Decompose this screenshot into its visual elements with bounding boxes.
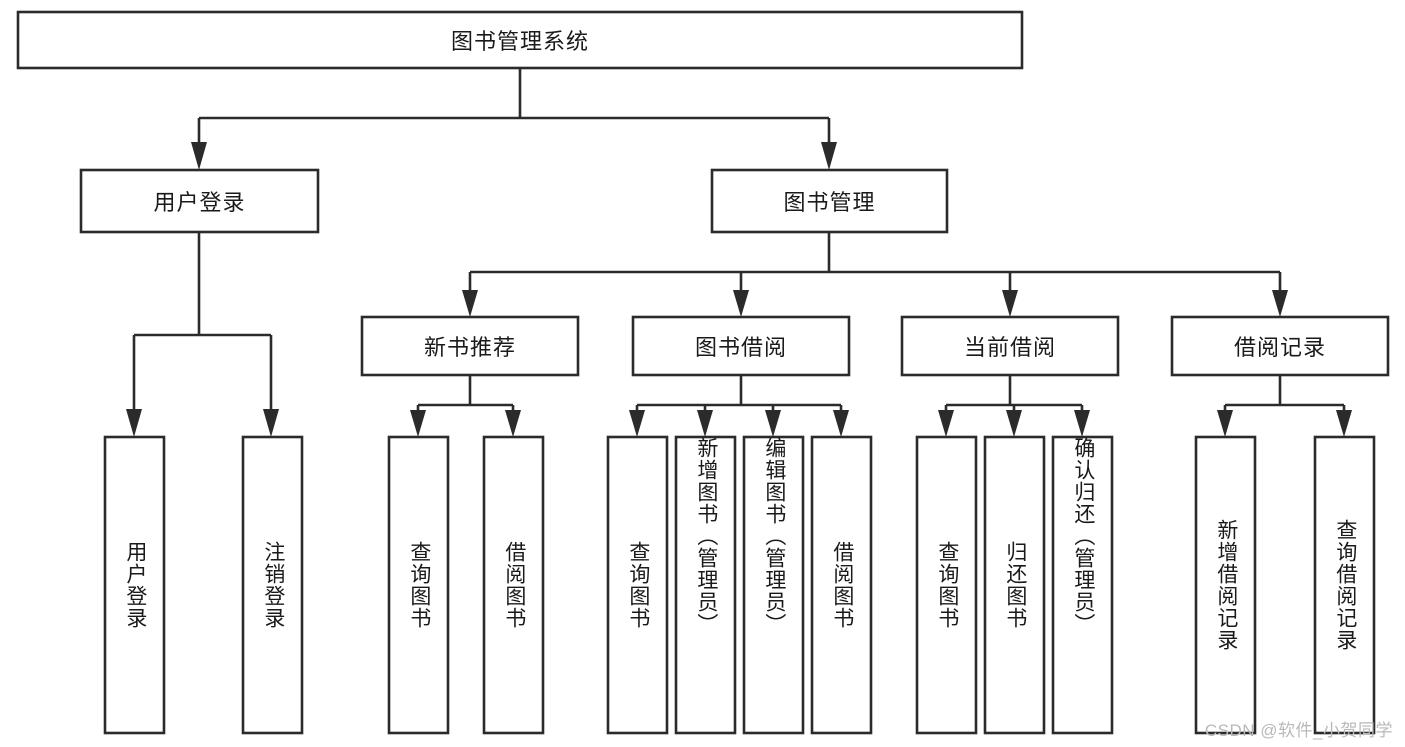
node-root-box[interactable] <box>16 10 1024 70</box>
leaf-box-current-borrow-2[interactable] <box>1051 435 1114 735</box>
leaf-box-book-borrow-1[interactable] <box>674 435 737 735</box>
connector-borrow-record-to-leaves <box>1217 375 1352 437</box>
node-book-borrow-box[interactable] <box>631 315 851 377</box>
node-current-borrow-box[interactable] <box>900 315 1120 377</box>
leaf-box-book-borrow-3[interactable] <box>810 435 873 735</box>
node-new-book-recommend-box[interactable] <box>360 315 580 377</box>
node-borrow-record-box[interactable] <box>1170 315 1390 377</box>
leaf-box-borrow-record-0[interactable] <box>1194 435 1257 735</box>
leaf-box-user-login-1[interactable] <box>241 435 304 735</box>
node-book-management-box[interactable] <box>710 168 949 234</box>
connector-book-management-to-level3 <box>462 232 1288 317</box>
connector-new-book-to-leaves <box>410 375 521 437</box>
leaf-box-book-borrow-2[interactable] <box>742 435 805 735</box>
connector-root-to-level2 <box>191 68 837 170</box>
leaf-box-current-borrow-1[interactable] <box>983 435 1046 735</box>
leaf-box-current-borrow-0[interactable] <box>915 435 978 735</box>
leaf-box-user-login-0[interactable] <box>103 435 166 735</box>
leaf-box-borrow-record-1[interactable] <box>1313 435 1376 735</box>
leaf-box-new-book-0[interactable] <box>387 435 450 735</box>
connector-current-borrow-to-leaves <box>938 375 1090 437</box>
watermark: CSDN @软件_小贺同学 <box>1204 721 1393 740</box>
connector-user-login-to-leaves <box>126 232 279 437</box>
connector-book-borrow-to-leaves <box>629 375 849 437</box>
leaf-box-book-borrow-0[interactable] <box>606 435 669 735</box>
leaf-box-new-book-1[interactable] <box>482 435 545 735</box>
node-user-login-box[interactable] <box>79 168 320 234</box>
